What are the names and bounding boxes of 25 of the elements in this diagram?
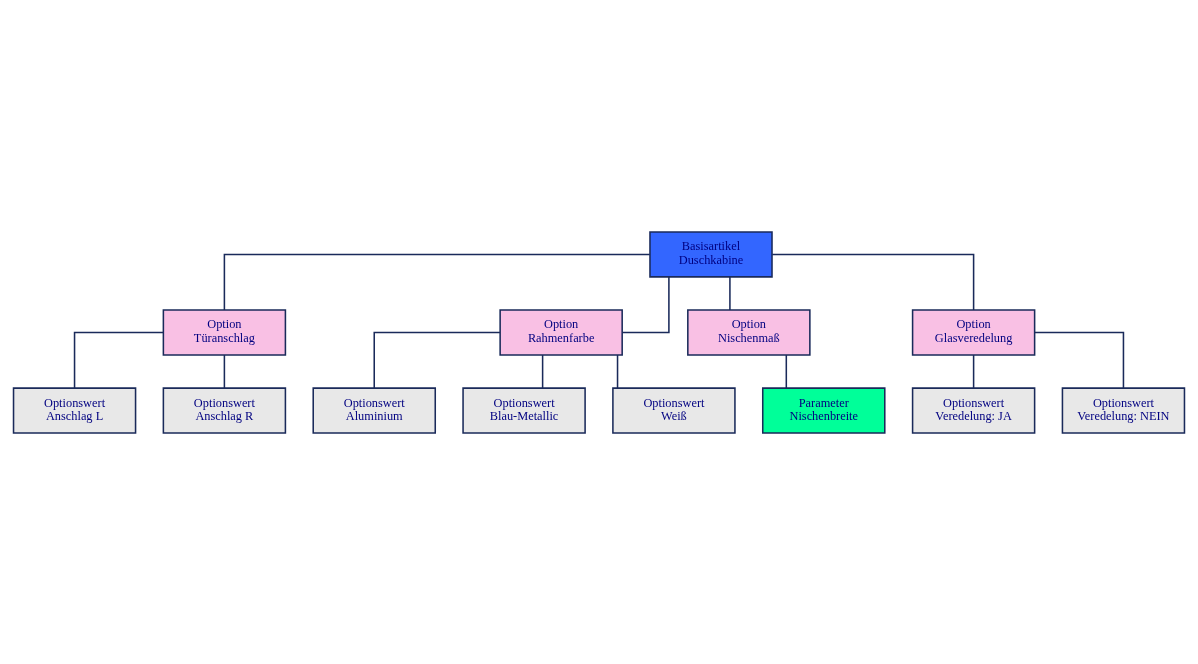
connector bbox=[541, 353, 544, 389]
connector bbox=[621, 275, 670, 333]
node-box: Option Rahmenfarbe bbox=[499, 308, 623, 356]
node-box: Option Nischenmaß bbox=[687, 308, 811, 356]
connector bbox=[223, 353, 226, 389]
node-box: Optionswert Veredelung: JA bbox=[911, 386, 1036, 434]
connector bbox=[771, 253, 975, 311]
node-box: Option Türanschlag bbox=[162, 308, 287, 356]
node-box: Optionswert Anschlag R bbox=[162, 386, 287, 434]
connector bbox=[785, 353, 788, 389]
node-box: Parameter Nischenbreite bbox=[762, 386, 886, 434]
connector bbox=[616, 353, 619, 389]
node-box: Optionswert Veredelung: NEIN bbox=[1061, 386, 1186, 434]
connector bbox=[73, 331, 164, 389]
connector bbox=[729, 275, 731, 311]
connector bbox=[373, 331, 501, 389]
connector bbox=[972, 353, 975, 389]
node-box: Option Glasveredelung bbox=[911, 308, 1036, 356]
node-box: Optionswert Anschlag L bbox=[12, 386, 137, 434]
node-box: Optionswert Blau-Metallic bbox=[462, 386, 586, 434]
connector bbox=[223, 253, 651, 311]
node-box: Optionswert Weiß bbox=[612, 386, 736, 434]
node-box: Basisartikel Duschkabine bbox=[649, 230, 773, 278]
connector bbox=[1034, 331, 1125, 389]
node-box: Optionswert Aluminium bbox=[312, 386, 436, 434]
